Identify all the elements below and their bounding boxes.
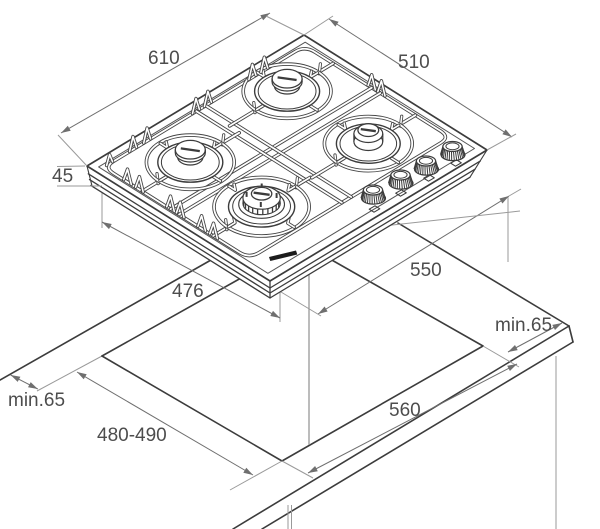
svg-text:min.65: min.65	[495, 315, 552, 336]
svg-text:560: 560	[389, 400, 421, 421]
svg-text:476: 476	[172, 281, 204, 302]
svg-text:550: 550	[410, 260, 442, 281]
svg-text:480-490: 480-490	[97, 425, 167, 446]
svg-text:510: 510	[398, 52, 430, 73]
svg-text:45: 45	[52, 166, 73, 187]
svg-text:610: 610	[148, 48, 180, 69]
svg-text:min.65: min.65	[8, 390, 65, 411]
